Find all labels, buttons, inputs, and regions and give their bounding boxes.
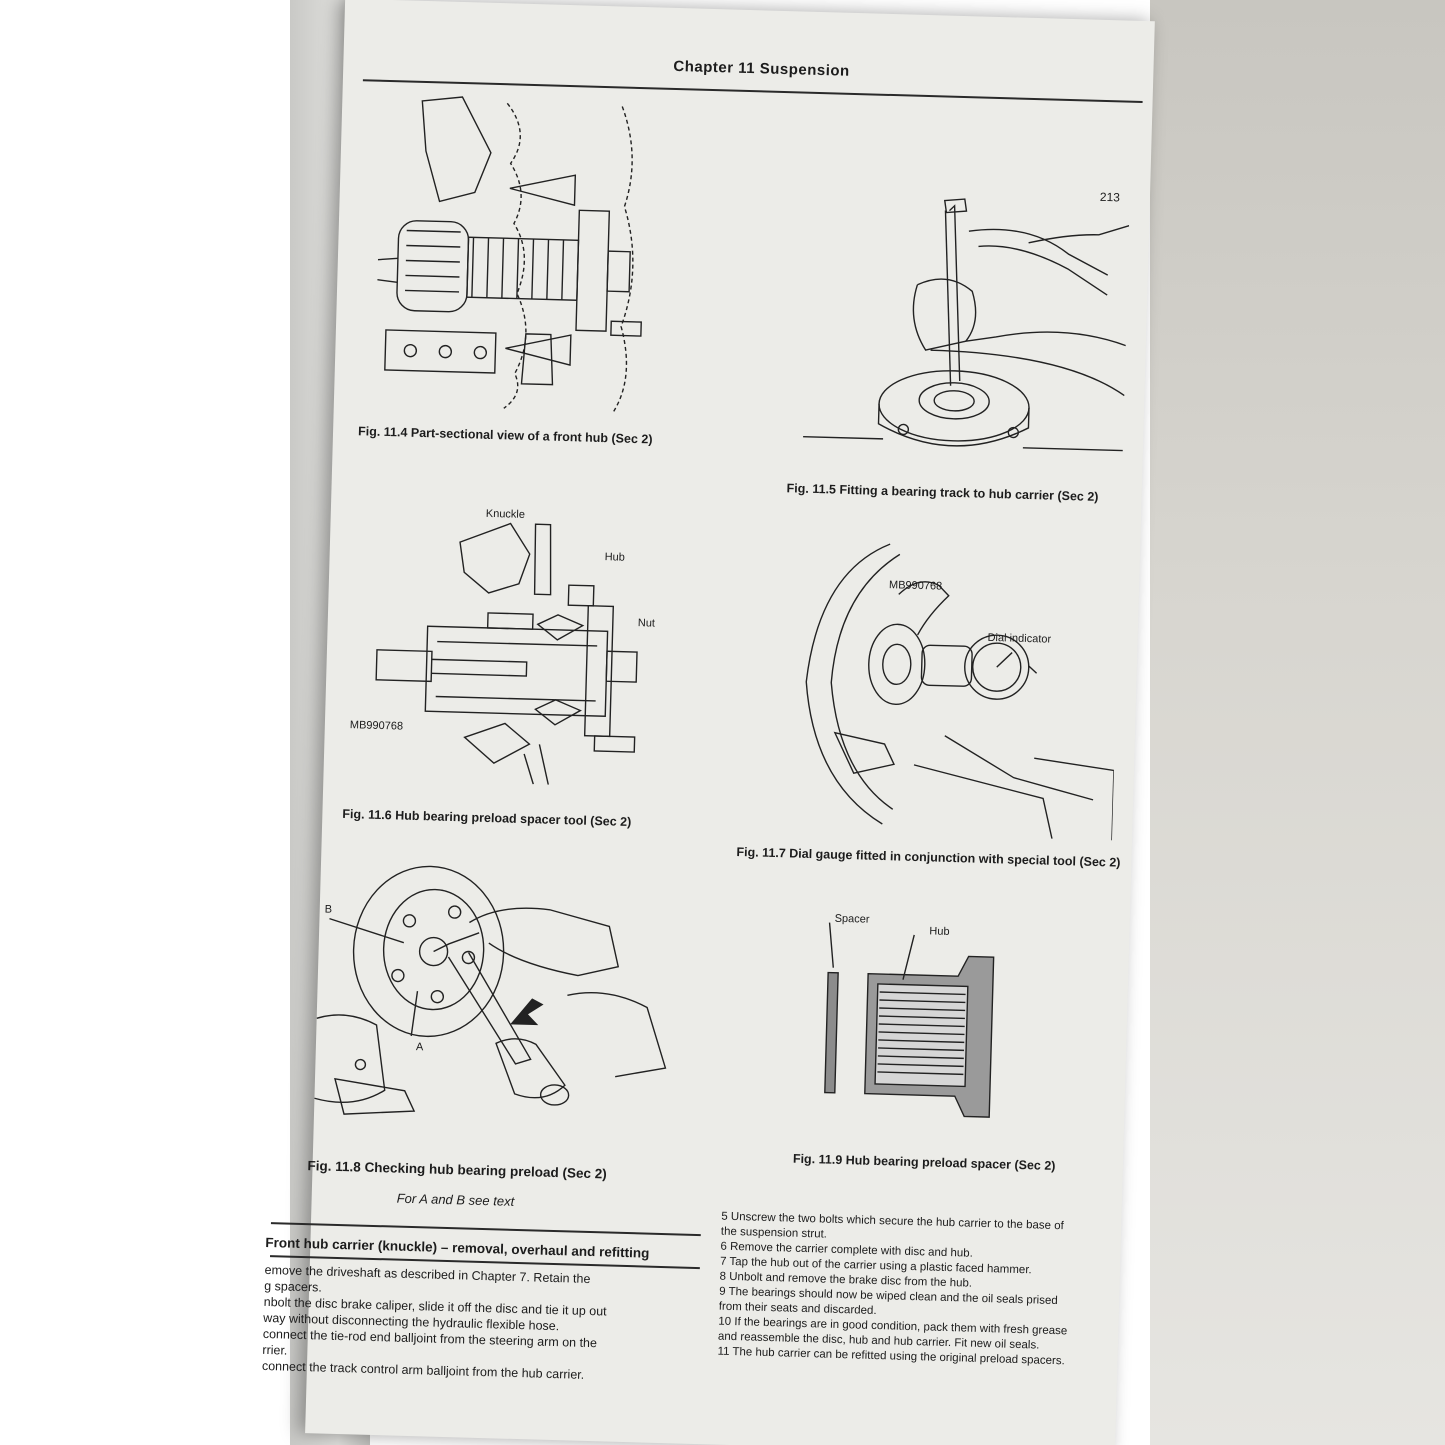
label-a: A	[415, 1041, 424, 1054]
label-hub: Hub	[604, 551, 626, 564]
figure-11-5-caption: Fig. 11.5 Fitting a bearing track to hub…	[786, 481, 1099, 504]
label-b: B	[324, 903, 333, 916]
figure-11-9-caption: Fig. 11.9 Hub bearing preload spacer (Se…	[792, 1151, 1056, 1173]
figure-11-4-caption: Fig. 11.4 Part-sectional view of a front…	[357, 424, 653, 447]
figure-11-8-subcaption: For A and B see text	[396, 1190, 515, 1209]
figure-11-5-illustration	[762, 186, 1130, 476]
chapter-title: Chapter 11 Suspension	[673, 57, 850, 80]
background-surface	[1150, 0, 1445, 1445]
figure-11-8-caption: Fig. 11.8 Checking hub bearing preload (…	[307, 1158, 607, 1182]
figure-11-9-illustration	[814, 922, 1049, 1128]
figure-11-6-caption: Fig. 11.6 Hub bearing preload spacer too…	[342, 806, 632, 829]
manual-page: Chapter 11 Suspension 213	[262, 0, 1155, 1445]
label-knuckle: Knuckle	[485, 507, 526, 521]
section-rule-top	[270, 1222, 701, 1237]
label-dial-indicator: Dial indicator	[987, 631, 1052, 646]
label-hub-spacer: Hub	[929, 925, 950, 938]
figure-11-7-caption: Fig. 11.7 Dial gauge fitted in conjuncti…	[736, 844, 1121, 870]
label-nut: Nut	[637, 617, 656, 630]
label-mb990768: MB990768	[349, 719, 404, 733]
figure-11-7-illustration	[792, 532, 1120, 841]
figure-11-6-illustration	[353, 509, 690, 788]
label-spacer: Spacer	[834, 912, 870, 926]
section-right-column: 5 Unscrew the two bolts which secure the…	[717, 1210, 1121, 1371]
figure-11-8-illustration	[314, 858, 701, 1129]
label-mb990768-dial: MB990768	[888, 579, 943, 593]
figure-11-4-illustration	[374, 90, 673, 418]
section-left-column: emove the driveshaft as described in Cha…	[262, 1262, 695, 1386]
